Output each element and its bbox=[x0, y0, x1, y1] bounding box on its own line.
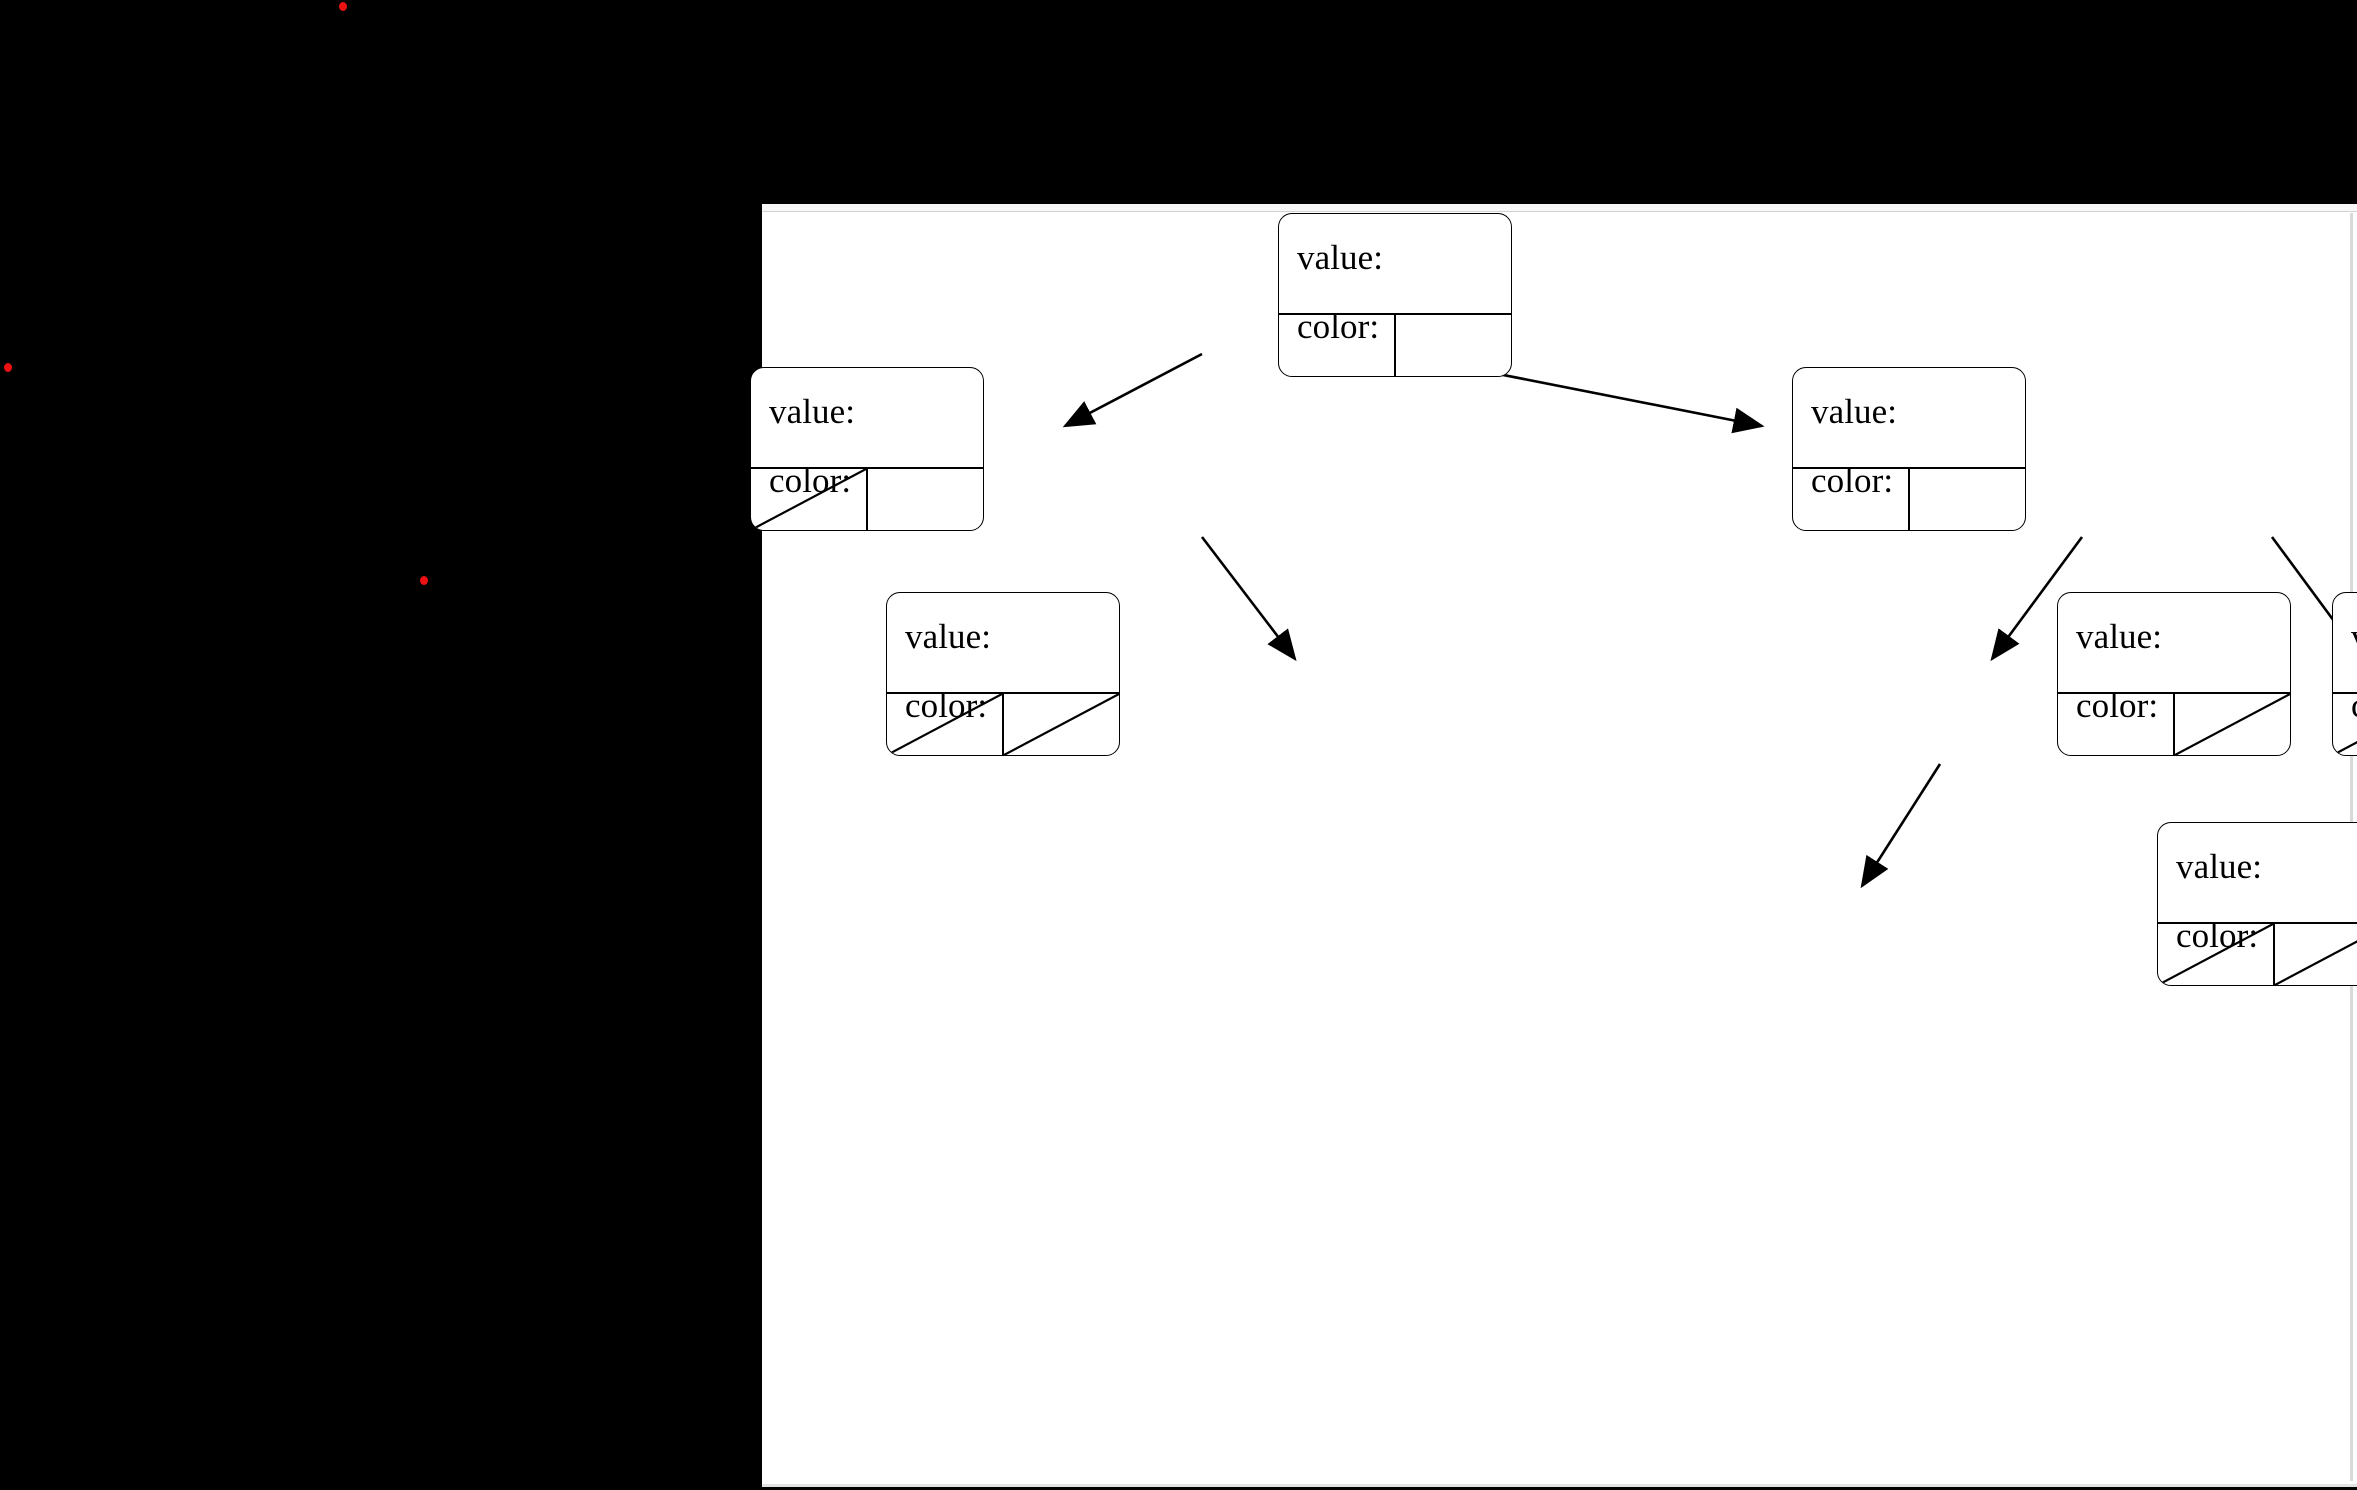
node-pointer-bar bbox=[2333, 692, 2357, 755]
edge-rightleft-to-deep bbox=[1860, 763, 1942, 889]
left-pointer-cell-null[interactable] bbox=[2158, 924, 2273, 985]
null-slash-icon bbox=[1004, 694, 1119, 755]
node-value-label: value: bbox=[769, 392, 856, 431]
tree-node-left[interactable]: value: color: bbox=[750, 367, 984, 531]
left-pointer-cell[interactable] bbox=[1279, 315, 1394, 376]
left-pointer-cell[interactable] bbox=[1793, 469, 1908, 530]
node-value-label: value: bbox=[905, 617, 992, 656]
null-slash-icon bbox=[2175, 694, 2290, 755]
node-value-label: value: bbox=[2076, 617, 2163, 656]
node-pointer-bar bbox=[2058, 692, 2290, 755]
tree-node-right-right[interactable]: value: color: bbox=[2332, 592, 2357, 756]
node-pointer-bar bbox=[2158, 922, 2357, 985]
left-pointer-cell-null[interactable] bbox=[751, 469, 866, 530]
right-pointer-cell-null[interactable] bbox=[1002, 694, 1119, 755]
red-marker-middle bbox=[420, 576, 428, 585]
node-pointer-bar bbox=[1793, 467, 2025, 530]
node-fields: value: color: bbox=[2333, 593, 2357, 723]
left-pointer-cell[interactable] bbox=[2058, 694, 2173, 755]
tree-node-right[interactable]: value: color: bbox=[1792, 367, 2026, 531]
node-value-label: value: bbox=[1297, 238, 1384, 277]
null-slash-icon bbox=[751, 469, 866, 530]
tree-node-left-right[interactable]: value: color: bbox=[886, 592, 1120, 756]
left-pointer-cell-null[interactable] bbox=[887, 694, 1002, 755]
node-value-label: value: bbox=[2351, 619, 2357, 654]
right-pointer-cell[interactable] bbox=[1908, 469, 2025, 530]
node-pointer-bar bbox=[751, 467, 983, 530]
right-pointer-cell-null[interactable] bbox=[2273, 924, 2357, 985]
null-slash-icon bbox=[2275, 924, 2357, 985]
red-marker-left bbox=[4, 363, 12, 372]
null-slash-icon bbox=[2333, 694, 2357, 755]
node-value-label: value: bbox=[2176, 847, 2263, 886]
tree-node-right-left[interactable]: value: color: bbox=[2057, 592, 2291, 756]
right-pointer-cell[interactable] bbox=[866, 469, 983, 530]
tree-node-deep-leaf[interactable]: value: color: bbox=[2157, 822, 2357, 986]
null-slash-icon bbox=[2158, 924, 2273, 985]
right-pointer-cell-null[interactable] bbox=[2173, 694, 2290, 755]
panel-top-strip bbox=[762, 204, 2357, 212]
node-pointer-bar bbox=[887, 692, 1119, 755]
red-marker-top bbox=[339, 2, 347, 11]
edge-root-to-left bbox=[1062, 352, 1203, 428]
node-color-label: color: bbox=[2351, 688, 2357, 723]
node-pointer-bar bbox=[1279, 313, 1511, 376]
null-slash-icon bbox=[887, 694, 1002, 755]
node-value-label: value: bbox=[1811, 392, 1898, 431]
right-pointer-cell[interactable] bbox=[1394, 315, 1511, 376]
left-pointer-cell-null[interactable] bbox=[2333, 694, 2357, 755]
panel-bottom-edge bbox=[762, 1484, 2357, 1487]
tree-node-root[interactable]: value: color: bbox=[1278, 213, 1512, 377]
diagram-panel[interactable]: value: color: value: color: bbox=[750, 204, 2357, 1487]
tree-edges-layer bbox=[1062, 352, 2357, 889]
edge-left-to-leftright bbox=[1200, 536, 1297, 662]
